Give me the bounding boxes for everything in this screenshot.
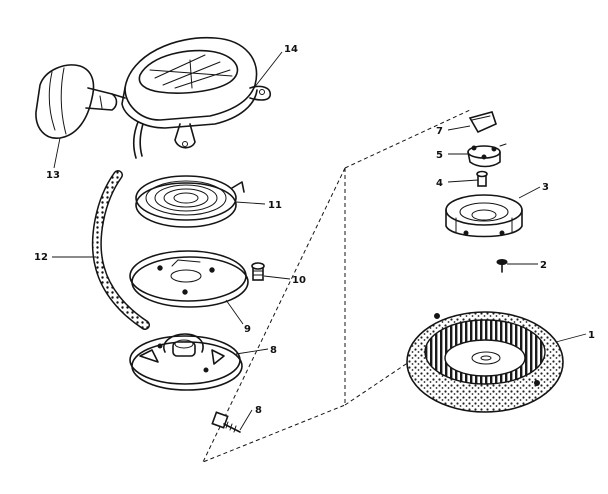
callout-7: 7 — [436, 126, 443, 137]
part-13-starter-handle — [35, 64, 126, 139]
part-4-screw — [476, 170, 488, 187]
part-7-clip — [468, 111, 497, 134]
callout-10: 10 — [292, 275, 306, 286]
part-1-flywheel — [406, 311, 564, 413]
part-3-starter-cup — [445, 194, 523, 238]
part-11-rewind-spring — [135, 175, 245, 228]
part-10-screw — [251, 262, 265, 281]
callout-12: 12 — [34, 252, 48, 263]
callout-8-cam-plate: 8 — [270, 345, 277, 356]
callout-4: 4 — [436, 178, 443, 189]
part-8-screw — [211, 411, 241, 433]
assembly-dashed-line — [202, 109, 471, 463]
callout-1: 1 — [588, 330, 595, 341]
part-5-ratchet — [467, 143, 507, 168]
callout-9: 9 — [244, 324, 251, 335]
callout-14: 14 — [284, 44, 298, 55]
part-14-starter-housing — [121, 36, 272, 159]
callout-11: 11 — [268, 200, 282, 211]
part-12-starter-rope — [91, 170, 150, 330]
part-2-screw — [496, 259, 508, 273]
callout-3: 3 — [542, 182, 549, 193]
part-9-pulley — [129, 250, 249, 308]
callout-2: 2 — [540, 260, 547, 271]
callout-5: 5 — [436, 150, 443, 161]
callout-13: 13 — [46, 170, 60, 181]
leader-lines — [52, 51, 587, 431]
callout-labels: 14 13 11 12 10 9 8 8 7 5 4 3 2 1 — [34, 44, 595, 416]
part-8-cam-plate — [129, 333, 243, 391]
callout-8-screw: 8 — [255, 405, 262, 416]
